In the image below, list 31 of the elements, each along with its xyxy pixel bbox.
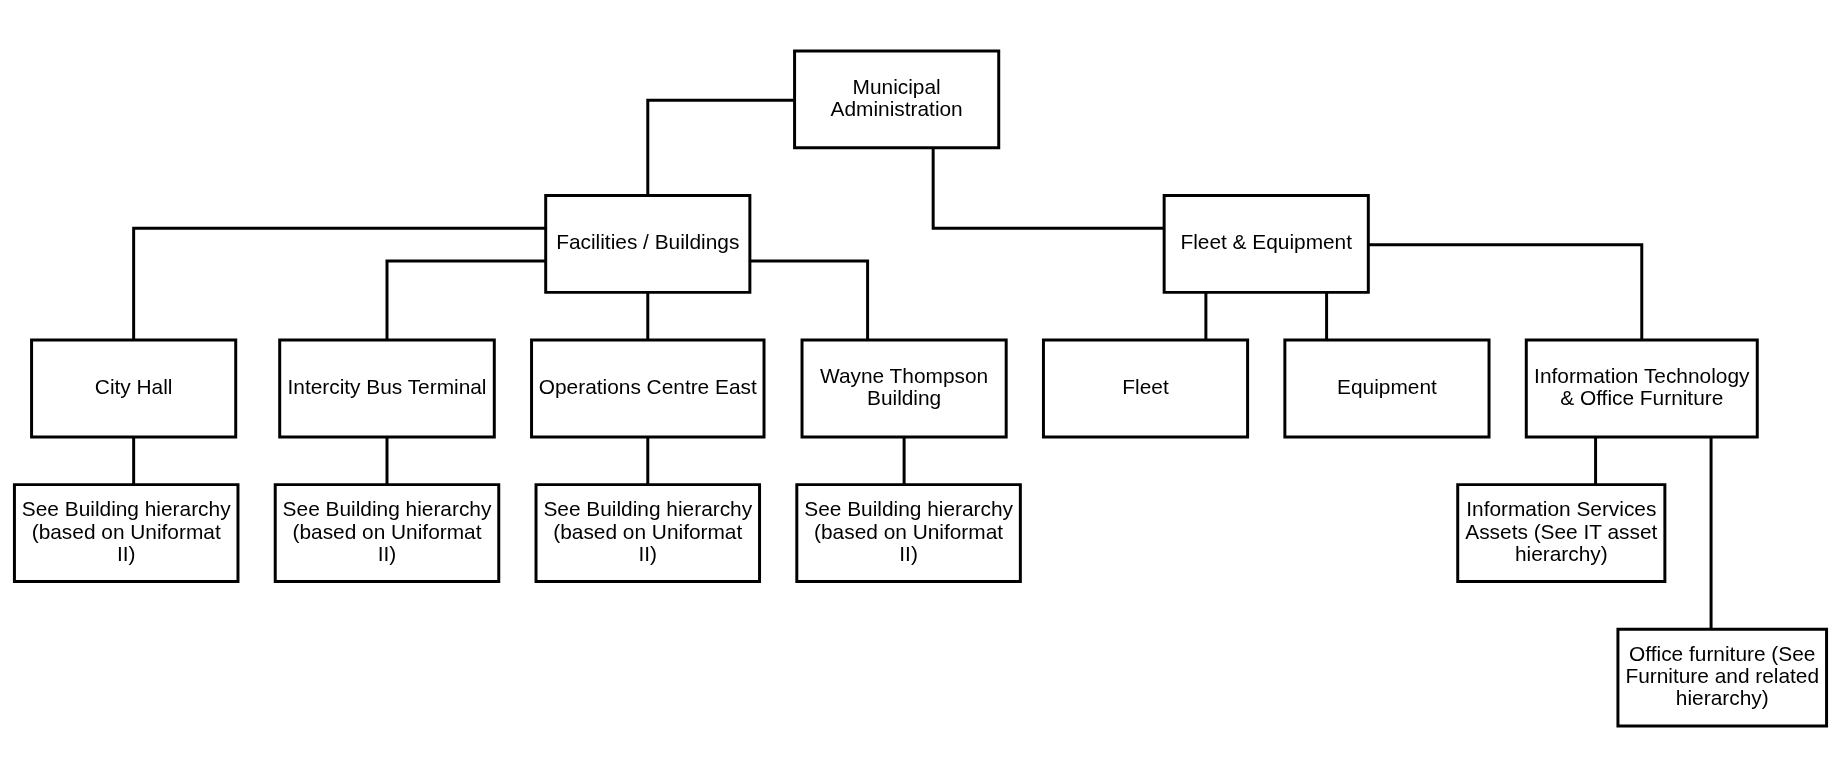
connector [1709,437,1713,629]
connector [1325,292,1329,340]
node-box: Intercity Bus Terminal [278,338,496,439]
connector [646,98,794,196]
node-box: See Building hierarchy (based on Uniformat II) [795,483,1022,583]
node-box: Equipment [1283,338,1491,439]
connector [132,437,136,485]
node-box: Information Technology & Office Furniture [1524,338,1759,439]
node-box: See Building hierarchy (based on Uniformat II) [534,483,762,583]
node-box: City Hall [30,338,238,439]
node-box: Facilities / Buildings [544,194,752,294]
connector [749,259,870,340]
connector [132,226,546,340]
connector [1368,243,1644,340]
node-box: Wayne Thompson Building [800,338,1008,439]
node-box: Municipal Administration [793,49,1001,150]
node-box: Operations Centre East [530,338,766,439]
connector [385,437,389,485]
connector [646,292,650,340]
node-box: Office furniture (See Furniture and related hierarchy) [1616,627,1829,728]
node-box: See Building hierarchy (based on Uniformat II) [273,483,501,583]
connector [1594,437,1598,485]
connector [1204,292,1208,340]
node-box: Information Services Assets (See IT asset hierarchy) [1456,483,1667,583]
connector [646,437,650,485]
connector [931,148,1165,230]
connector [902,437,906,485]
connector [385,259,546,340]
node-box: Fleet [1041,338,1250,439]
node-box: See Building hierarchy (based on Uniformat II) [12,483,240,583]
node-box: Fleet & Equipment [1162,194,1370,294]
